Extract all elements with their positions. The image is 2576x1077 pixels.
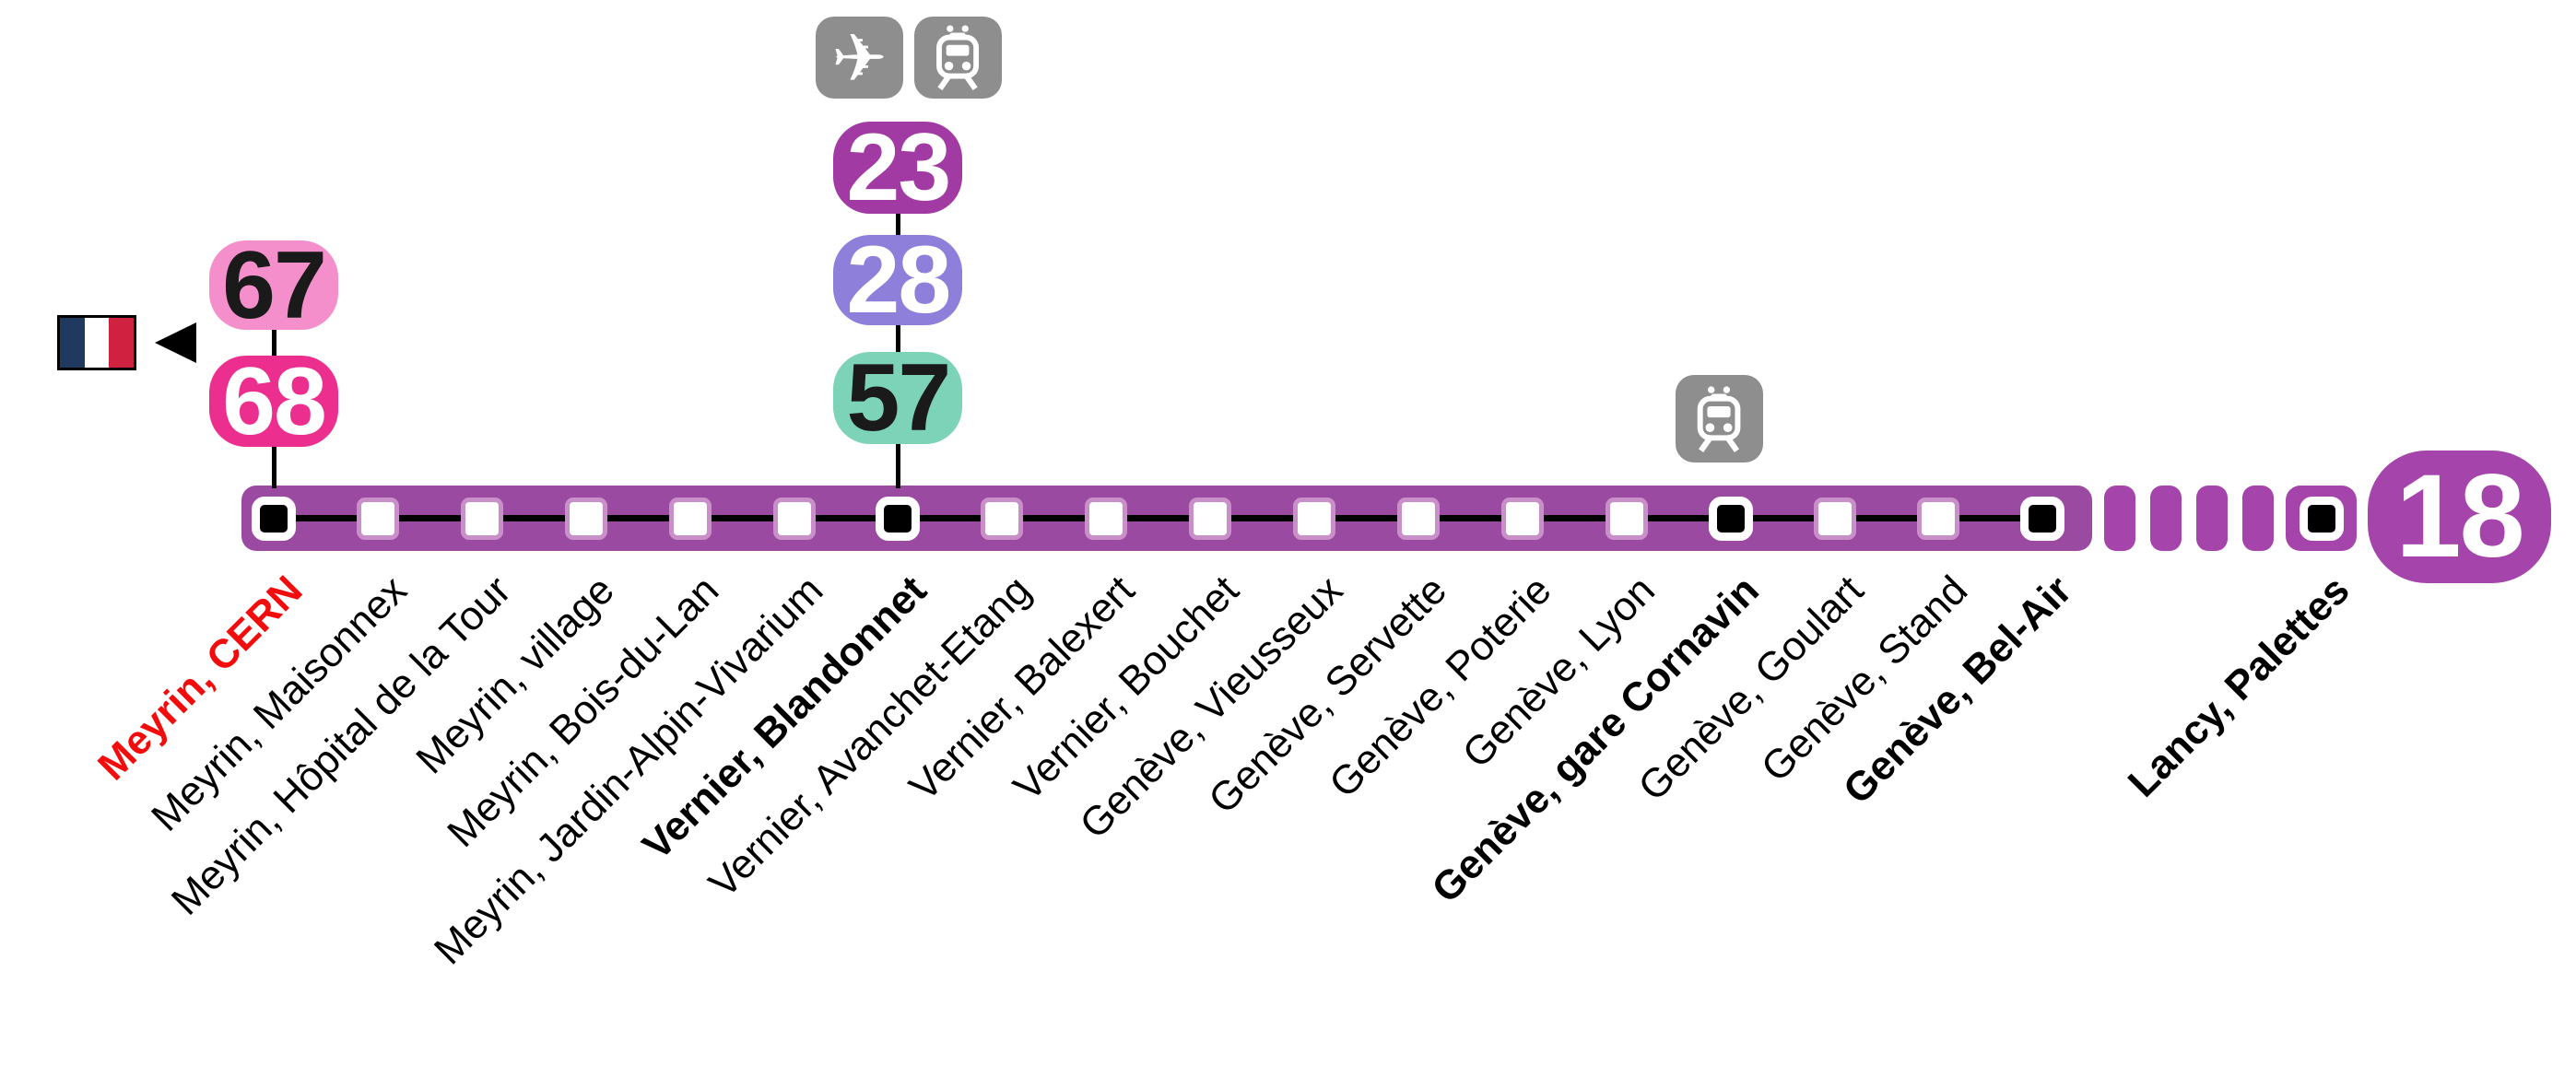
stop-marker — [1085, 497, 1128, 540]
line-18-badge: 18 — [2368, 451, 2551, 583]
stop-marker-major — [1708, 496, 1753, 541]
stop-marker — [356, 497, 399, 540]
connection-badge-23: 23 — [833, 120, 963, 216]
stop-marker-major — [876, 496, 921, 541]
stop-marker — [1189, 497, 1232, 540]
stop-marker — [1396, 497, 1440, 540]
stop-marker — [1500, 497, 1544, 540]
stop-marker — [1917, 497, 1960, 540]
stop-marker-major — [252, 496, 296, 541]
stop-marker-major — [2299, 496, 2344, 541]
route-dash — [2242, 486, 2274, 551]
stop-marker — [1293, 497, 1335, 540]
connection-badge-67: 67 — [209, 238, 338, 334]
stop-connector-line — [274, 515, 2049, 521]
stop-marker — [1605, 497, 1648, 540]
route-dash — [2150, 486, 2182, 551]
france-flag-icon — [57, 315, 136, 370]
airplane-glyph: ✈ — [831, 18, 888, 97]
train-glyph — [936, 25, 980, 91]
stop-marker — [1813, 497, 1856, 540]
stop-marker — [981, 497, 1024, 540]
train-glyph — [1698, 385, 1741, 452]
line-18-badge-label: 18 — [2395, 451, 2524, 582]
flag-stripe-white — [84, 318, 110, 368]
stop-marker — [460, 497, 503, 540]
connection-badge-68: 68 — [209, 354, 338, 450]
connection-badge-28: 28 — [833, 232, 963, 328]
stop-marker — [772, 497, 816, 540]
train-icon — [1676, 375, 1763, 462]
connection-badge-57: 57 — [833, 350, 963, 446]
airplane-icon: ✈ — [816, 17, 903, 99]
route-dash — [2104, 486, 2135, 551]
flag-stripe-red — [109, 318, 135, 368]
stop-marker — [668, 497, 712, 540]
stop-marker-major — [2020, 496, 2065, 541]
train-icon — [914, 17, 1002, 99]
flag-stripe-blue — [60, 318, 85, 368]
direction-arrow-icon — [155, 322, 196, 363]
route-dash — [2196, 486, 2228, 551]
stop-marker — [564, 497, 607, 540]
stop-label: Lancy, Palettes — [2120, 567, 2359, 806]
